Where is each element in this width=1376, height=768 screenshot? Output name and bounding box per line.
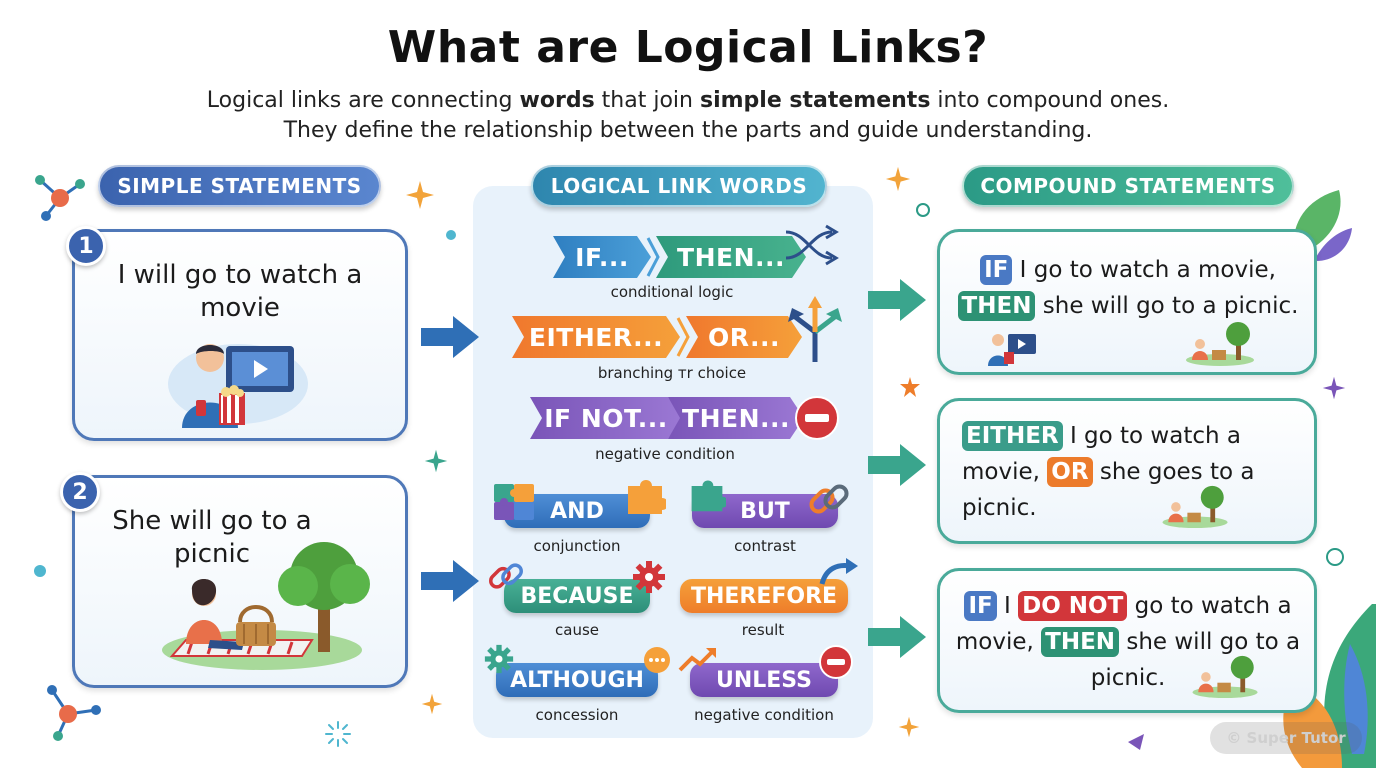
compound-statement-3-text: IF I DO NOT go to watch a movie, THEN sh… — [955, 591, 1301, 691]
subtitle-line-1: Logical links are connecting words that … — [206, 88, 1170, 113]
link-if-not: IF NOT... — [530, 397, 682, 439]
caption-branching-choice: branching тr choice — [597, 364, 747, 382]
puzzle-icon — [691, 480, 726, 512]
movie-watcher-icon — [168, 344, 308, 428]
link-because: BECAUSE — [504, 579, 650, 613]
watermark-badge: © Super Tutor — [1210, 722, 1362, 754]
minus-circle-icon — [819, 645, 853, 679]
arrow-right-icon — [868, 616, 926, 658]
sparkle-icon — [898, 716, 920, 738]
picnic-icon — [1186, 322, 1254, 366]
keyword-then: THEN — [957, 291, 1036, 321]
caption-negative-condition: negative condition — [595, 445, 735, 463]
growth-arrow-icon — [678, 648, 716, 672]
sparkle-icon — [885, 166, 911, 192]
no-entry-icon — [795, 396, 839, 440]
compound-statement-1-text: IF I go to watch a movie, THEN she will … — [948, 252, 1308, 324]
simple-statements-header: SIMPLE STATEMENTS — [98, 165, 381, 207]
caption-cause: cause — [555, 621, 599, 639]
sparkle-icon — [424, 449, 448, 473]
puzzle-icon — [628, 480, 666, 514]
caption-negative-condition-unless: negative condition — [694, 706, 834, 724]
curve-arrow-icon — [819, 558, 858, 585]
shuffle-icon — [785, 224, 839, 266]
link-then: THEN... — [656, 236, 806, 278]
picnic-icon — [1162, 485, 1228, 528]
chain-link-icon — [809, 484, 849, 514]
picnic-icon — [1192, 655, 1258, 698]
link-therefore: THEREFORE — [680, 579, 848, 613]
subtitle-line-2: They define the relationship between the… — [283, 118, 1093, 143]
molecule-icon — [47, 685, 101, 741]
movie-watcher-icon — [988, 334, 1036, 366]
keyword-or: OR — [1047, 457, 1093, 487]
molecule-icon — [35, 175, 85, 221]
link-or: OR... — [686, 316, 802, 358]
logical-link-words-header: LOGICAL LINK WORDS — [531, 165, 827, 207]
compound-statement-card-3 — [937, 568, 1317, 713]
statement-number-2: 2 — [60, 472, 100, 512]
picnic-icon — [162, 542, 370, 670]
keyword-then: THEN — [1041, 627, 1120, 657]
dot-decoration — [34, 565, 46, 577]
circle-decoration — [916, 203, 930, 217]
arrow-right-icon — [421, 560, 479, 602]
caption-contrast: contrast — [734, 537, 796, 555]
fork-arrow-icon — [788, 296, 842, 362]
gear-icon — [484, 644, 514, 674]
puzzle-icon — [494, 484, 534, 520]
compound-statements-header: COMPOUND STATEMENTS — [962, 165, 1294, 207]
link-if: IF... — [553, 236, 651, 278]
triangle-icon — [1128, 734, 1144, 750]
caption-concession: concession — [535, 706, 619, 724]
keyword-do-not: DO NOT — [1018, 591, 1128, 621]
dot-decoration — [446, 230, 456, 240]
arrow-right-icon — [868, 444, 926, 486]
keyword-if: IF — [964, 591, 997, 621]
link-then-negative: THEN... — [668, 397, 804, 439]
link-unless: UNLESS — [690, 663, 838, 697]
link-words-panel — [473, 186, 873, 738]
simple-statement-2-text: She will go to a picnic — [112, 506, 312, 569]
sparkle-icon — [406, 181, 434, 209]
page-title: What are Logical Links? — [387, 22, 989, 73]
double-chevron-icon — [646, 237, 660, 277]
circle-decoration — [1326, 548, 1344, 566]
chain-link-icon — [489, 563, 523, 589]
page-subtitle: Logical links are connecting words that … — [0, 86, 1376, 146]
speech-bubble-icon — [644, 647, 670, 673]
compound-statement-2-text: EITHER I go to watch a movie, OR she goe… — [962, 421, 1255, 521]
caption-conjunction: conjunction — [533, 537, 621, 555]
sparkle-icon — [421, 693, 443, 715]
keyword-if: IF — [980, 255, 1013, 285]
gear-icon — [633, 561, 665, 593]
double-chevron-icon — [676, 317, 690, 357]
caption-conditional-logic: conditional logic — [610, 283, 734, 301]
link-either: EITHER... — [512, 316, 680, 358]
caption-result: result — [741, 621, 785, 639]
simple-statement-1-text: I will go to watch a movie — [117, 260, 363, 323]
star-icon — [900, 377, 920, 397]
link-although: ALTHOUGH — [496, 663, 658, 697]
sparkle-icon — [1322, 376, 1346, 400]
arrow-right-icon — [868, 279, 926, 321]
burst-icon — [325, 721, 351, 747]
keyword-either: EITHER — [962, 421, 1063, 451]
arrow-right-icon — [421, 316, 479, 358]
statement-number-1: 1 — [66, 226, 106, 266]
